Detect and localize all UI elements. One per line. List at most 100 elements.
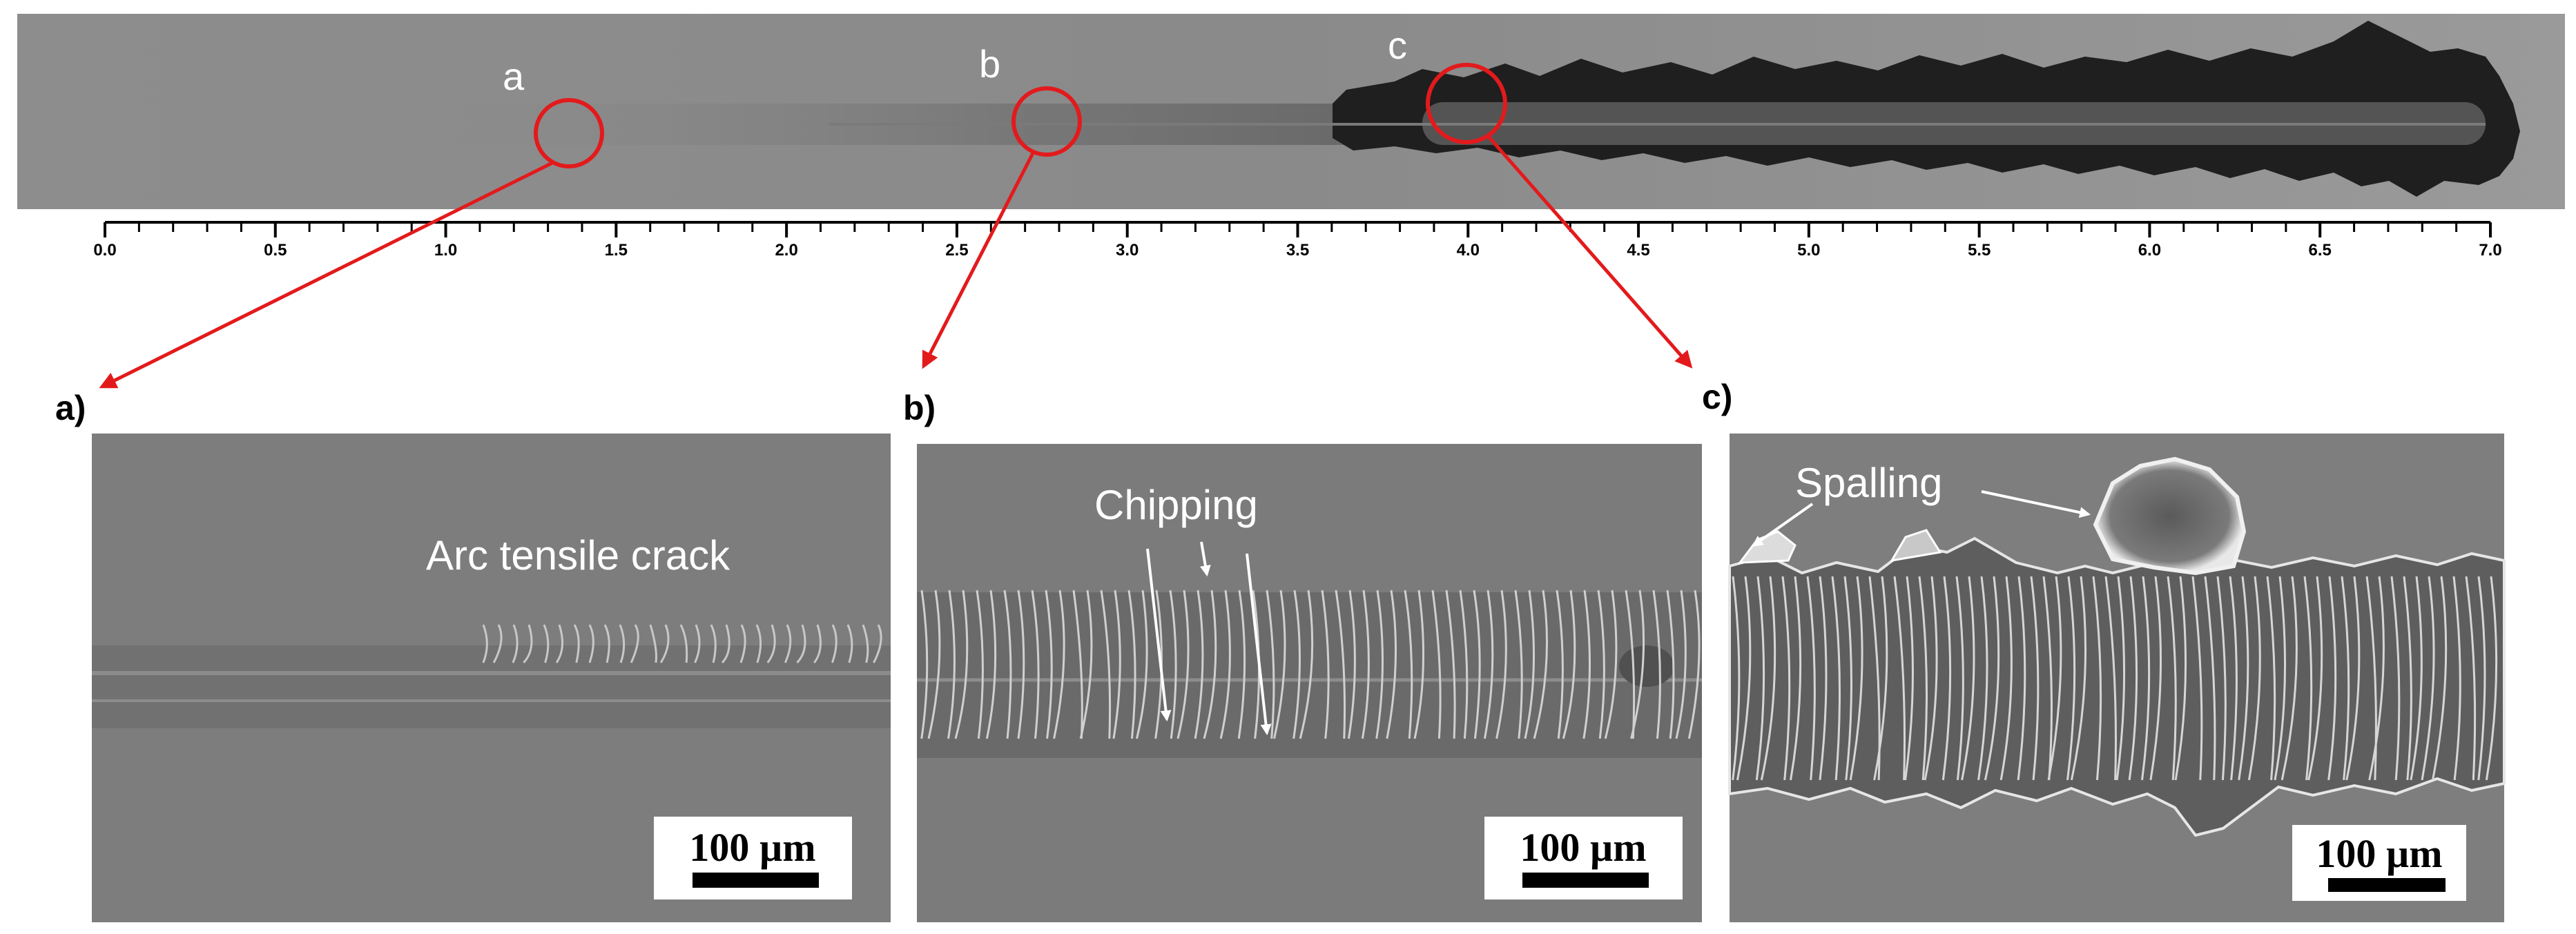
crack-line <box>1273 590 1286 739</box>
crack-line <box>1893 576 1906 781</box>
crack-line <box>1843 576 1852 781</box>
panel-b-dark-spot <box>1619 645 1674 687</box>
crack-line <box>619 624 626 663</box>
crack-line <box>2141 576 2151 781</box>
axis-tick-label: 0.0 <box>93 241 116 260</box>
crack-line <box>1459 590 1469 739</box>
scratch-track-strip <box>17 14 2565 209</box>
crack-line <box>1003 590 1012 739</box>
panel-b-annotation: Chipping <box>1094 482 1258 528</box>
crack-line <box>1687 590 1701 739</box>
crack-line <box>2128 576 2138 781</box>
panel-b-letter: b) <box>903 389 936 427</box>
crack-line <box>2307 576 2323 781</box>
crack-line <box>1630 590 1645 739</box>
crack-line <box>755 624 762 663</box>
crack-line <box>1984 576 2000 781</box>
crack-line <box>1483 590 1494 739</box>
arrow-to-panel-b <box>922 149 1036 369</box>
crack-line <box>1112 590 1121 739</box>
crack-line <box>1819 576 1828 781</box>
crack-line <box>1806 576 1816 781</box>
crack-line <box>1831 576 1841 781</box>
crack-line <box>920 590 929 739</box>
crack-line <box>1514 590 1523 739</box>
crack-line <box>523 624 533 664</box>
crack-line <box>2431 576 2448 781</box>
crack-line <box>1219 590 1231 739</box>
panel-c-scalebar <box>2328 878 2446 892</box>
panel-c-pointer <box>1981 490 2091 518</box>
crack-line <box>2238 576 2249 781</box>
crack-line <box>1292 590 1301 739</box>
crack-line <box>2303 576 2313 781</box>
crack-line <box>1386 590 1397 739</box>
crack-line <box>1732 576 1741 781</box>
crack-line <box>1413 590 1425 739</box>
panel-a-letter: a) <box>55 389 86 427</box>
axis-tick-label: 5.0 <box>1797 241 1820 260</box>
crack-line <box>796 624 806 664</box>
crack-line <box>976 590 984 739</box>
crack-line <box>1347 590 1356 739</box>
crack-line <box>2017 576 2026 781</box>
crack-line <box>2070 576 2087 781</box>
crack-line <box>2365 576 2377 781</box>
crack-line <box>846 624 853 663</box>
crack-line <box>813 624 822 663</box>
crack-line <box>927 590 941 739</box>
crack-line <box>1176 590 1190 739</box>
crack-line <box>1431 590 1442 739</box>
crack-line <box>2452 576 2461 781</box>
crack-line <box>2047 576 2062 781</box>
panel-c-cracks <box>1732 576 2498 781</box>
crack-line <box>2216 576 2227 781</box>
crack-line <box>1053 590 1065 739</box>
crack-line <box>2266 576 2276 781</box>
arrow-to-panel-c <box>1487 135 1693 369</box>
panel-b-scalebar-label: 100 µm <box>1520 825 1646 870</box>
crack-line <box>679 624 688 663</box>
crack-line <box>2477 576 2486 781</box>
crack-line <box>1849 576 1863 781</box>
crack-line <box>2066 576 2076 781</box>
marker-label-a: a <box>503 55 525 98</box>
location-markers: a b c <box>503 23 1507 168</box>
crack-line <box>1597 590 1605 739</box>
crack-line <box>1736 576 1752 781</box>
crack-line <box>2030 576 2040 781</box>
crack-line <box>1266 590 1275 739</box>
marker-label-b: b <box>979 42 1000 86</box>
crack-line <box>1524 590 1536 739</box>
panel-b: b) Chipping 100 µm <box>903 389 1702 922</box>
arrow-to-panel-a <box>99 161 554 389</box>
panel-b-scalebar <box>1522 873 1649 888</box>
crack-line <box>2247 576 2261 781</box>
crack-line <box>2465 576 2477 781</box>
crack-line <box>862 624 869 663</box>
crack-line <box>630 624 639 663</box>
panel-a-cracks <box>482 624 882 664</box>
crack-line <box>1072 590 1083 739</box>
crack-line <box>1017 590 1025 739</box>
crack-line <box>1031 590 1040 739</box>
axis-tick-label: 1.0 <box>434 241 457 260</box>
crack-line <box>492 624 503 663</box>
crack-line <box>1604 590 1618 739</box>
panel-c-pointer <box>1752 503 1814 547</box>
crack-line <box>1675 590 1687 739</box>
crack-line <box>985 590 997 739</box>
crack-line <box>1100 590 1112 739</box>
crack-line <box>1790 576 1802 781</box>
crack-line <box>1203 590 1217 739</box>
crack-line <box>588 624 594 663</box>
panel-a-scalebar <box>693 873 819 888</box>
crack-line <box>694 624 701 663</box>
axis-tick-label: 1.5 <box>605 241 628 260</box>
crack-line <box>2229 576 2238 781</box>
crack-line <box>1473 590 1481 739</box>
axis-tick-label: 6.5 <box>2309 241 2332 260</box>
crack-line <box>2174 576 2187 781</box>
